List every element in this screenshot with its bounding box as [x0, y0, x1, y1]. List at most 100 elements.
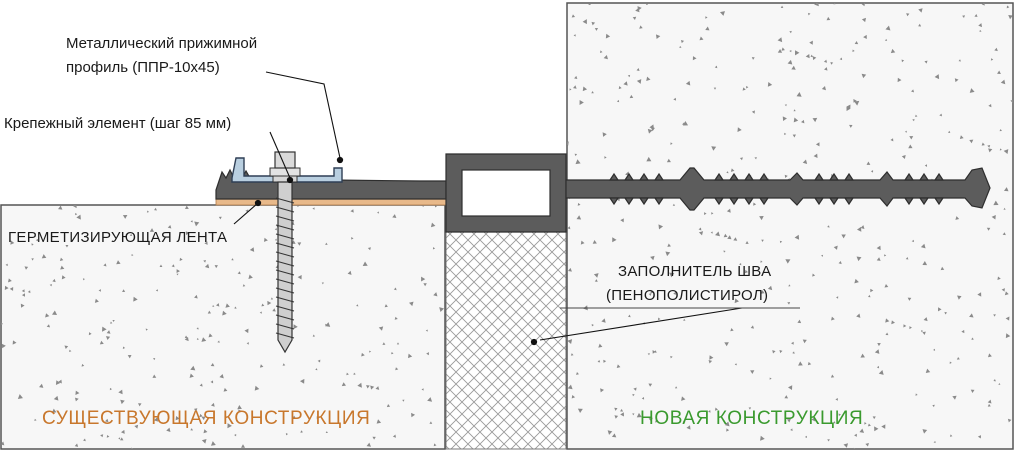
- concrete-speckle: [39, 383, 44, 388]
- concrete-speckle: [903, 324, 907, 328]
- concrete-speckle: [901, 155, 906, 159]
- concrete-speckle: [568, 267, 572, 272]
- concrete-speckle: [970, 389, 975, 394]
- concrete-speckle: [692, 56, 697, 61]
- concrete-speckle: [655, 418, 659, 423]
- concrete-speckle: [75, 390, 80, 395]
- concrete-speckle: [567, 384, 573, 390]
- concrete-speckle: [105, 418, 109, 423]
- concrete-speckle: [760, 435, 765, 441]
- concrete-speckle: [714, 407, 719, 411]
- concrete-speckle: [1001, 288, 1005, 292]
- concrete-speckle: [723, 233, 728, 238]
- concrete-speckle: [395, 367, 399, 371]
- concrete-speckle: [812, 117, 818, 123]
- concrete-speckle: [646, 156, 652, 162]
- concrete-speckle: [384, 304, 388, 308]
- concrete-speckle: [918, 8, 923, 13]
- concrete-speckle: [838, 413, 841, 417]
- concrete-speckle: [1003, 187, 1009, 192]
- concrete-speckle: [166, 427, 171, 432]
- concrete-speckle: [780, 5, 784, 8]
- concrete-speckle: [813, 153, 818, 159]
- concrete-speckle: [878, 370, 884, 375]
- concrete-speckle: [242, 284, 246, 287]
- concrete-speckle: [831, 316, 835, 321]
- concrete-speckle: [588, 3, 591, 5]
- concrete-speckle: [74, 443, 79, 447]
- concrete-speckle: [870, 170, 874, 173]
- concrete-speckle: [824, 67, 828, 71]
- screw-thread: [275, 305, 295, 312]
- concrete-speckle: [993, 314, 996, 317]
- existing-concrete-slab: [0, 204, 446, 450]
- concrete-speckle: [846, 104, 851, 110]
- concrete-speckle: [356, 304, 359, 307]
- concrete-speckle: [861, 73, 867, 79]
- concrete-speckle: [918, 23, 922, 27]
- concrete-speckle: [987, 403, 991, 407]
- concrete-speckle: [944, 311, 948, 315]
- concrete-speckle: [1003, 207, 1006, 210]
- concrete-speckle: [854, 278, 859, 284]
- concrete-speckle: [714, 65, 718, 69]
- concrete-speckle: [753, 202, 757, 206]
- concrete-speckle: [574, 153, 578, 157]
- concrete-speckle: [908, 144, 913, 149]
- concrete-speckle: [100, 434, 104, 438]
- concrete-speckle: [623, 81, 628, 86]
- concrete-speckle: [603, 359, 607, 363]
- concrete-speckle: [118, 437, 121, 440]
- label-sealing-tape: ГЕРМЕТИЗИРУЮЩАЯ ЛЕНТА: [8, 229, 227, 246]
- concrete-speckle: [567, 339, 573, 345]
- concrete-speckle: [193, 408, 198, 412]
- concrete-speckle: [594, 279, 598, 282]
- concrete-speckle: [81, 363, 85, 367]
- concrete-speckle: [121, 429, 125, 434]
- screw-thread: [275, 233, 295, 240]
- joint-filler-polystyrene: [445, 231, 567, 450]
- concrete-speckle: [300, 430, 304, 433]
- concrete-speckle: [285, 433, 289, 436]
- concrete-speckle: [981, 142, 985, 146]
- concrete-speckle: [299, 378, 305, 384]
- concrete-speckle: [949, 434, 953, 437]
- concrete-speckle: [988, 148, 993, 153]
- screw-thread: [275, 242, 295, 249]
- concrete-speckle: [234, 433, 237, 437]
- concrete-speckle: [907, 297, 912, 301]
- concrete-speckle: [603, 54, 608, 60]
- concrete-speckle: [705, 26, 710, 31]
- concrete-speckle: [31, 258, 34, 261]
- concrete-speckle: [207, 310, 212, 314]
- concrete-speckle: [576, 215, 582, 220]
- concrete-speckle: [846, 106, 851, 111]
- concrete-speckle: [391, 351, 394, 355]
- concrete-speckle: [961, 329, 965, 334]
- concrete-speckle: [988, 103, 992, 108]
- concrete-speckle: [934, 74, 940, 80]
- concrete-speckle: [993, 200, 999, 206]
- concrete-speckle: [823, 59, 828, 63]
- concrete-speckle: [909, 326, 912, 330]
- concrete-speckle: [856, 313, 861, 318]
- concrete-speckle: [312, 207, 315, 210]
- concrete-speckle: [217, 340, 220, 343]
- concrete-speckle: [20, 303, 25, 308]
- concrete-speckle: [189, 373, 194, 378]
- concrete-speckle: [812, 273, 816, 277]
- screw-thread: [275, 296, 295, 303]
- concrete-speckle: [98, 289, 101, 292]
- concrete-speckle: [939, 113, 942, 117]
- concrete-speckle: [382, 342, 386, 345]
- concrete-speckle: [430, 222, 436, 228]
- concrete-speckle: [131, 254, 134, 257]
- concrete-speckle: [682, 420, 686, 423]
- label-new-structure: НОВАЯ КОНСТРУКЦИЯ: [640, 408, 863, 429]
- concrete-speckle: [629, 94, 634, 99]
- concrete-speckle: [607, 430, 613, 435]
- concrete-speckle: [376, 419, 382, 424]
- concrete-speckle: [353, 372, 356, 375]
- concrete-speckle: [724, 421, 730, 427]
- concrete-speckle: [240, 444, 246, 448]
